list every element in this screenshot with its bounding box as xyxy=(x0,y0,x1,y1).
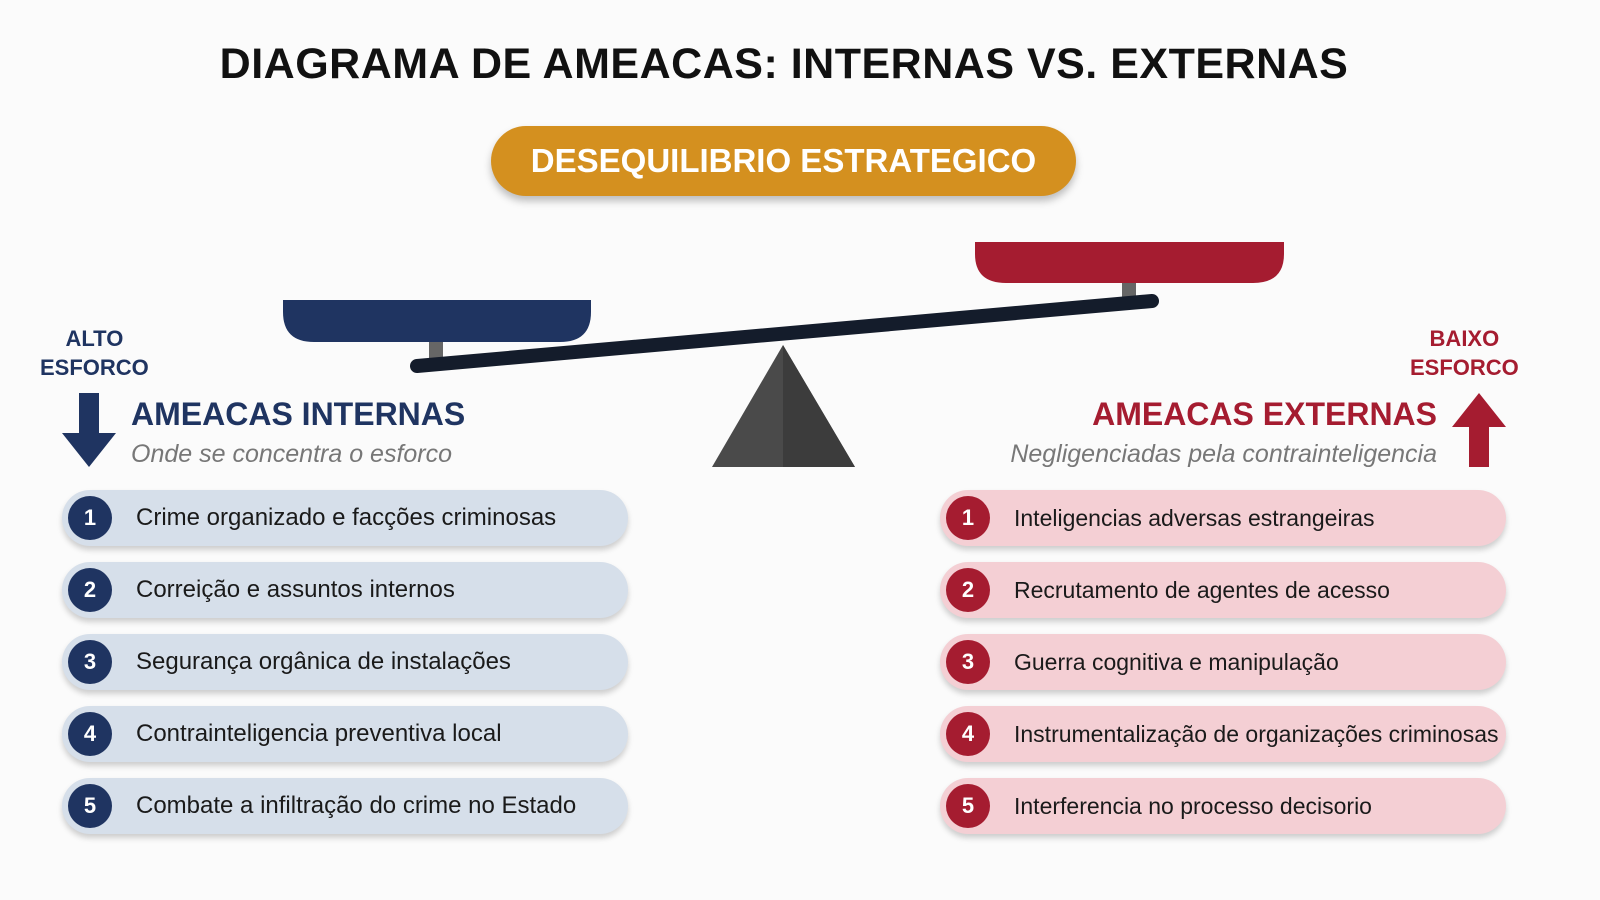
right-pan xyxy=(975,242,1284,283)
internal-threat-list: 1 Crime organizado e facções criminosas 2… xyxy=(62,490,628,850)
banner-label: DESEQUILIBRIO ESTRATEGICO xyxy=(530,142,1037,179)
list-item: 4 Instrumentalização de organizações crim… xyxy=(940,706,1506,762)
effort-line-1: BAIXO xyxy=(1429,326,1500,351)
number-badge: 2 xyxy=(946,568,990,612)
list-item: 5 Combate a infiltração do crime no Estad… xyxy=(62,778,628,834)
item-text: Correição e assuntos internos xyxy=(136,576,455,603)
scale-beam xyxy=(410,294,1159,373)
effort-line-2: ESFORCO xyxy=(1410,355,1519,380)
list-item: 2 Recrutamento de agentes de acesso xyxy=(940,562,1506,618)
number-badge: 1 xyxy=(946,496,990,540)
list-item: 3 Guerra cognitiva e manipulação xyxy=(940,634,1506,690)
number-badge: 5 xyxy=(946,784,990,828)
imbalance-banner: DESEQUILIBRIO ESTRATEGICO xyxy=(491,126,1076,196)
page-title: DIAGRAMA DE AMEACAS: INTERNAS VS. EXTERN… xyxy=(219,40,1349,88)
item-text: Recrutamento de agentes de acesso xyxy=(1014,576,1390,603)
external-threat-list: 1 Inteligencias adversas estrangeiras 2 Re… xyxy=(940,490,1506,850)
list-item: 4 Contrainteligencia preventiva local xyxy=(62,706,628,762)
item-text: Instrumentalização de organizações crimi… xyxy=(1014,720,1499,747)
item-text: Segurança orgânica de instalações xyxy=(136,648,511,675)
list-item: 2 Correição e assuntos internos xyxy=(62,562,628,618)
item-text: Combate a infiltração do crime no Estado xyxy=(136,792,577,819)
internal-subtitle: Onde se concentra o esforco xyxy=(131,440,453,468)
item-text: Interferencia no processo decisorio xyxy=(1014,792,1372,819)
arrow-up-icon xyxy=(1452,393,1506,467)
item-text: Crime organizado e facções criminosas xyxy=(136,504,557,531)
left-pan-post xyxy=(429,338,443,360)
list-item: 3 Segurança orgânica de instalações xyxy=(62,634,628,690)
internal-heading: AMEACAS INTERNAS xyxy=(131,396,466,432)
number-badge: 4 xyxy=(68,712,112,756)
effort-line-2: ESFORCO xyxy=(40,355,149,380)
list-item: 1 Inteligencias adversas estrangeiras xyxy=(940,490,1506,546)
number-badge: 2 xyxy=(68,568,112,612)
list-item: 5 Interferencia no processo decisorio xyxy=(940,778,1506,834)
item-text: Contrainteligencia preventiva local xyxy=(136,720,502,747)
number-badge: 3 xyxy=(68,640,112,684)
low-effort-label: BAIXO ESFORCO xyxy=(1410,324,1519,382)
list-item: 1 Crime organizado e facções criminosas xyxy=(62,490,628,546)
number-badge: 1 xyxy=(68,496,112,540)
item-text: Guerra cognitiva e manipulação xyxy=(1014,648,1339,675)
high-effort-label: ALTO ESFORCO xyxy=(40,324,149,382)
effort-line-1: ALTO xyxy=(65,326,124,351)
number-badge: 5 xyxy=(68,784,112,828)
external-subtitle: Negligenciadas pela contrainteligencia xyxy=(1010,440,1437,468)
item-text: Inteligencias adversas estrangeiras xyxy=(1014,504,1375,531)
arrow-down-icon xyxy=(62,393,116,467)
number-badge: 4 xyxy=(946,712,990,756)
left-pan xyxy=(283,300,591,342)
external-heading: AMEACAS EXTERNAS xyxy=(1092,396,1437,432)
number-badge: 3 xyxy=(946,640,990,684)
